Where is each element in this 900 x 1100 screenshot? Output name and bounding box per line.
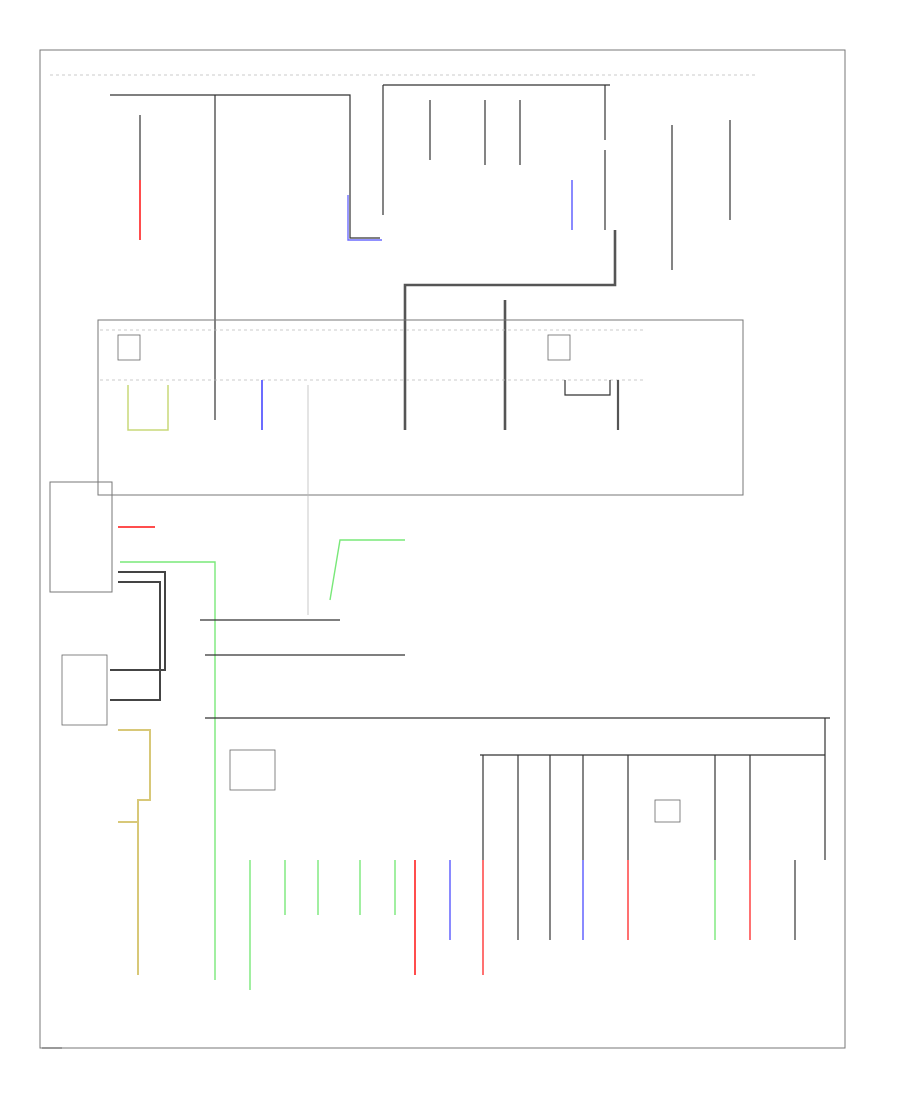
relay-box-right <box>547 334 571 361</box>
gray-heavy-wire <box>403 230 617 430</box>
diagram-frame <box>39 49 846 1049</box>
dark-wire-connector-1 <box>110 571 166 671</box>
connector-block-left <box>49 481 113 593</box>
dark-wire-connector-2 <box>110 581 161 701</box>
green-wire-left <box>120 561 216 980</box>
junction-block-outline <box>97 319 744 496</box>
top-main-wire <box>110 94 380 239</box>
green-wire-right <box>329 539 405 601</box>
relay-box-left <box>117 334 141 361</box>
relay-box-lower <box>229 749 276 791</box>
blue-wire-upper <box>347 195 382 241</box>
wire-junction-right <box>564 380 611 396</box>
switch-box-left <box>61 654 108 726</box>
yellow-wire-bottom-left <box>118 729 151 975</box>
yellow-green-loop <box>127 385 169 431</box>
relay-box-lower-right <box>654 799 681 823</box>
